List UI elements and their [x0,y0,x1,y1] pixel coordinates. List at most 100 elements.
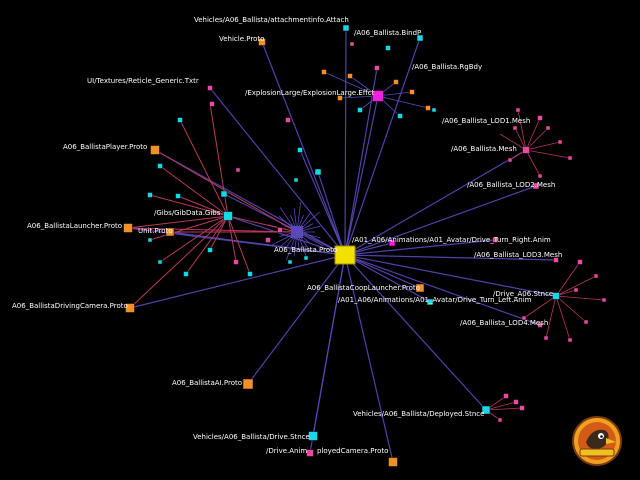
node-label-reticle-txtr[interactable]: UI/Textures/Reticle_Generic.Txtr [87,77,199,85]
node-label-attachmentinfo[interactable]: Vehicles/A06_Ballista/attachmentinfo.Att… [194,16,349,24]
node-label-ballista-ai[interactable]: A06_BallistaAI.Proto [172,379,243,387]
node-label-gibdata[interactable]: /Gibs/GibData.Gibs [154,209,221,217]
edge-stance-6 [523,295,557,319]
edge-gib-0 [179,119,229,217]
graph-node-74 [285,117,291,123]
graph-node-44 [537,173,543,179]
edge-mesh-3 [525,141,561,151]
graph-node-65 [277,227,283,233]
graph-node-1 [416,34,424,42]
node-label-rgbdy[interactable]: /A06_Ballista.RgBdy [412,63,483,71]
graph-node-22 [314,168,322,176]
graph-node-34 [247,271,253,277]
edge-hub-0 [344,27,347,256]
edge-hub-21 [309,254,346,454]
graph-node-64 [385,45,391,51]
graph-node-45 [507,157,513,163]
graph-node-5 [372,90,384,102]
node-label-driving-camera[interactable]: A06_BallistaDrivingCamera.Proto [12,302,128,310]
graph-node-51 [567,337,573,343]
graph-node-57 [393,79,399,85]
graph-node-42 [557,139,563,145]
graph-node-61 [357,107,363,113]
edge-hub-9 [227,215,346,256]
edge-stance-2 [555,295,605,301]
edge-gib-5 [209,215,229,251]
graph-node-50 [583,319,589,325]
graph-node-33 [233,259,239,265]
node-label-drive-stnce[interactable]: Vehicles/A06_Ballista/Drive.Stnce [193,433,310,441]
graph-hub-node [334,245,356,265]
graph-node-11 [492,237,498,243]
hammer-bird-logo-icon [572,416,622,466]
edge-hub-18 [344,254,487,411]
node-label-vehicle-proto[interactable]: Vehicle.Proto [219,35,265,43]
graph-node-68 [287,259,293,265]
edge-mesh-8 [499,133,527,151]
graph-node-2 [258,38,266,46]
node-label-ballista-launcher[interactable]: A06_BallistaLauncher.Proto [27,222,123,230]
node-label-lod1-mesh[interactable]: /A06_Ballista_LOD1.Mesh [442,117,531,125]
graph-node-56 [347,73,353,79]
graph-node-13 [123,223,133,233]
edge-hub-20 [344,254,394,463]
graph-node-76 [235,167,241,173]
edge-gib-6 [227,215,237,263]
edge-hub-11 [344,239,496,256]
edge-stance-5 [545,295,557,339]
graph-node-53 [521,315,527,321]
graph-node-16 [537,322,543,328]
edge-hub-6 [344,149,527,256]
node-label-deployed-stnce[interactable]: Vehicles/A06_Ballista/Deployed.Stnce [353,410,485,418]
node-label-bindp[interactable]: /A06_Ballista.BindP [354,29,422,37]
edge-hub-22 [317,171,346,256]
node-label-lod2-mesh[interactable]: /A06_Ballista_LOD2.Mesh [467,181,556,189]
graph-node-71 [519,405,525,411]
node-label-drive-turn-right[interactable]: /A01_A06/Animations/A01_Avatar/Drive_Tur… [352,236,551,244]
node-label-lod3-mesh[interactable]: /A06_Ballista_LOD3.Mesh [474,251,563,259]
node-label-drive-anim[interactable]: /Drive.Anim [266,447,308,455]
graph-cluster-node [291,226,303,238]
edge-hub-4 [209,87,346,256]
node-label-ballista-mesh[interactable]: /A06_Ballista.Mesh [451,145,517,153]
graph-node-29 [157,163,163,169]
node-label-drive-turn-left[interactable]: /A01_A06/Animations/A01_Avatar/Drive_Tur… [338,296,532,304]
node-label-coop-launcher[interactable]: A06_BallistaCoopLauncher.Proto [307,284,420,292]
graph-node-6 [522,146,530,154]
edge-red-0 [227,215,298,233]
node-label-deployed-camera[interactable]: ployedCamera.Proto [317,447,389,455]
graph-node-0 [342,24,350,32]
node-label-ballista-proto[interactable]: A06_Ballista.Proto [274,246,338,254]
edge-hub-5 [344,95,379,256]
graph-node-38 [209,101,215,107]
edge-gib-4 [177,195,229,217]
graph-node-73 [431,107,437,113]
edge-gib-9 [159,215,229,263]
node-label-lod4-mesh[interactable]: /A06_Ballista_LOD4.Mesh [460,319,549,327]
graph-node-60 [397,113,403,119]
edge-hub-13 [127,227,346,256]
graph-node-40 [515,107,521,113]
graph-node-35 [183,271,189,277]
edge-stance-0 [555,261,581,297]
node-label-explosion-effct[interactable]: /ExplosionLarge/ExplosionLarge.Effct [245,89,375,97]
edge-red-5 [127,215,229,229]
graph-node-54 [573,287,579,293]
graph-node-49 [601,297,607,303]
edge-hub-17 [247,254,346,385]
graph-node-43 [567,155,573,161]
graph-node-28 [177,117,183,123]
node-label-ballista-player[interactable]: A06_BallistaPlayer.Proto [63,143,148,151]
graph-node-10 [165,227,175,237]
node-label-drive-a06-stnce[interactable]: /Drive_A06.Stnce [493,290,554,298]
graph-node-47 [577,259,583,265]
graph-node-31 [175,193,181,199]
graph-node-3 [374,65,380,71]
edge-hub-14 [344,254,557,297]
edge-gib-2 [159,165,229,217]
edge-hub-3 [344,67,378,256]
edge-red-4 [129,215,229,309]
node-label-unit-proto[interactable]: Unit.Proto [138,227,173,235]
